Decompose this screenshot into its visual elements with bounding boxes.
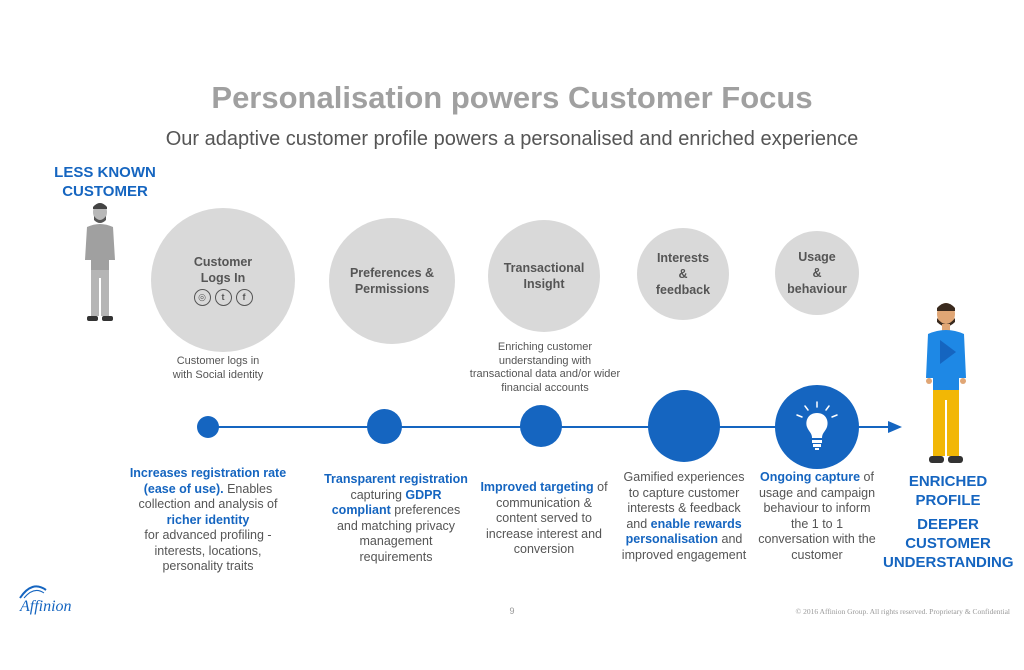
copyright-notice: © 2016 Affinion Group. All rights reserv… — [795, 607, 1011, 616]
page-subtitle: Our adaptive customer profile powers a p… — [165, 128, 859, 150]
enriched-customer-figure-icon — [926, 303, 966, 463]
timeline-dot-2 — [367, 409, 402, 444]
page-title: Personalisation powers Customer Focus — [211, 80, 813, 115]
description-ongoing-capture: Ongoing capture of usage and campaign be… — [758, 470, 876, 562]
timeline-dot-1 — [197, 416, 219, 438]
description-gamified: Gamified experiences to capture customer… — [621, 470, 747, 562]
stage-bubble-interests-feedback: Interests & feedback — [637, 228, 729, 320]
stage-bubble-preferences: Preferences & Permissions — [329, 218, 455, 344]
lightbulb-icon — [796, 401, 838, 450]
enriched-profile-label: ENRICHED PROFILE — [908, 473, 988, 509]
page-number: 9 — [509, 606, 515, 616]
less-known-customer-label: LESS KNOWN CUSTOMER — [54, 164, 156, 200]
affinion-logo: Affinion — [14, 584, 94, 620]
timeline-dot-3 — [520, 405, 562, 447]
twitter-icon[interactable]: t — [214, 289, 232, 306]
stage-bubble-transactional-insight: Transactional Insight — [488, 220, 600, 332]
timeline-arrowhead-icon — [888, 421, 902, 433]
timeline-dot-5 — [775, 385, 859, 469]
note-social-identity: Customer logs in with Social identity — [172, 355, 264, 381]
description-targeting: Improved targeting of communication & co… — [480, 480, 608, 556]
description-gdpr: Transparent registration capturing GDPR … — [324, 472, 468, 564]
affinion-swoosh-icon — [19, 585, 47, 599]
stage-bubble-usage-behaviour: Usage & behaviour — [775, 231, 859, 315]
logo-text: Affinion — [20, 598, 72, 615]
stage-bubble-customer-logs-in: Customer Logs In ◎ t f — [151, 208, 295, 352]
note-transactional-data: Enriching customer understanding with tr… — [469, 341, 621, 394]
less-known-customer-figure-icon — [85, 203, 115, 321]
facebook-icon[interactable]: f — [235, 289, 253, 306]
timeline-dot-4 — [648, 390, 720, 462]
deeper-understanding-label: DEEPER CUSTOMER UNDERSTANDING — [883, 516, 1014, 571]
instagram-icon[interactable]: ◎ — [193, 289, 211, 306]
description-registration: Increases registration rate (ease of use… — [129, 466, 287, 573]
social-icons: ◎ t f — [193, 289, 253, 306]
